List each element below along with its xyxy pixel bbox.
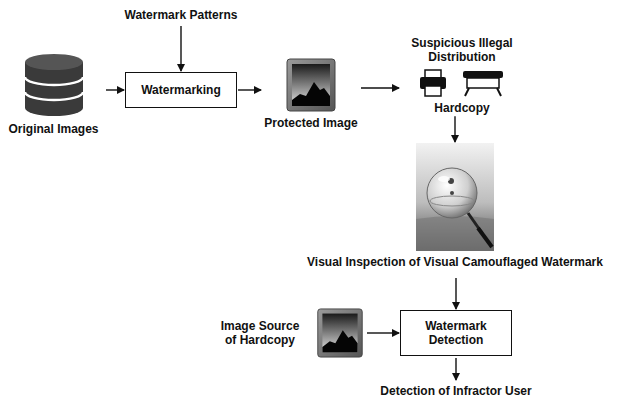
pattern-arrow	[180, 26, 181, 71]
icon-holder	[314, 308, 366, 358]
icon-holder	[286, 58, 336, 112]
node-label: Suspicious Illegal Distribution	[400, 36, 524, 65]
flow-arrow	[238, 89, 261, 90]
flow-arrow	[361, 87, 399, 88]
image-icon	[314, 308, 366, 358]
printer-node: Suspicious Illegal DistributionHardcopy	[400, 36, 524, 115]
flow-arrow	[454, 116, 455, 142]
image-node: Image Source of Hardcopy	[186, 306, 366, 360]
process-box: Watermark Detection	[400, 310, 512, 356]
process-box: Watermarking	[125, 72, 237, 108]
image-node: Protected Image	[262, 58, 360, 140]
node-label: Original Images	[8, 122, 98, 136]
icon-holder	[419, 69, 505, 97]
node-label: Hardcopy	[434, 101, 489, 115]
node-label: Watermark Detection	[407, 319, 505, 348]
node-label: Watermarking	[141, 83, 221, 97]
flow-arrow	[455, 278, 456, 309]
free-label: Watermark Patterns	[125, 8, 238, 22]
magnifier-photo	[416, 143, 494, 251]
icon-holder	[416, 143, 494, 251]
flow-arrow	[367, 332, 399, 333]
result-arrow	[455, 358, 456, 380]
node-label: Protected Image	[264, 116, 357, 130]
photo-node: Visual Inspection of Visual Camouflaged …	[298, 143, 612, 277]
image-icon	[286, 58, 336, 112]
icon-holder	[23, 52, 85, 118]
database-icon	[23, 52, 85, 118]
printer-icons	[419, 69, 505, 97]
node-label: Visual Inspection of Visual Camouflaged …	[307, 255, 603, 269]
free-label: Detection of Infractor User	[380, 384, 531, 398]
flow-arrow	[106, 89, 124, 90]
node-label: Image Source of Hardcopy	[214, 319, 306, 348]
database-node: Original Images	[2, 52, 105, 142]
